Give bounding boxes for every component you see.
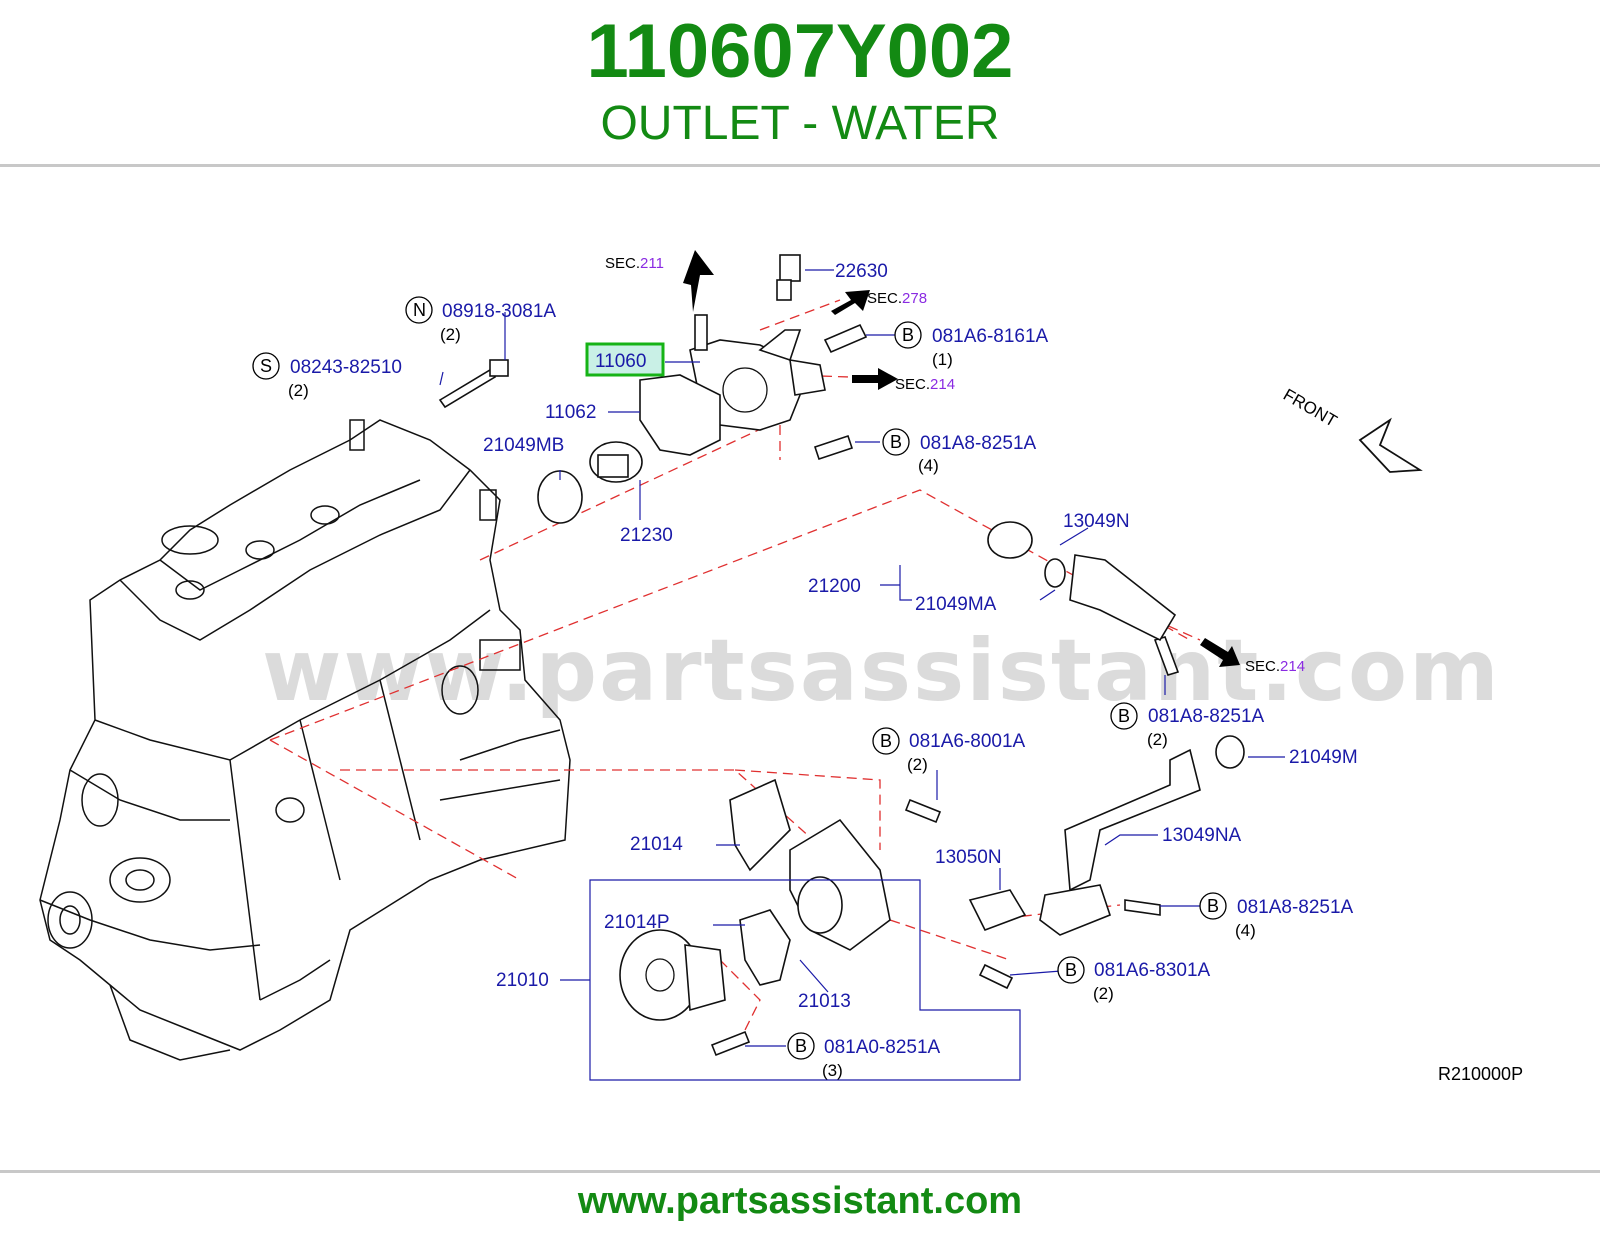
part-name-subtitle: OUTLET - WATER: [600, 97, 1000, 150]
footer-divider: [0, 1170, 1600, 1173]
svg-text:SEC.211: SEC.211: [605, 255, 664, 272]
footer-website-link[interactable]: www.partsassistant.com: [577, 1180, 1023, 1222]
label-21049MA: 21049MA: [915, 594, 997, 615]
qty-081A6-8301A: (2): [1093, 984, 1114, 1003]
label-21014: 21014: [630, 834, 683, 855]
part-number-title: 110607Y002: [586, 9, 1014, 94]
label-21049MB: 21049MB: [483, 435, 564, 456]
flange-illustration: [1039, 884, 1111, 936]
callout-circle-b-8161A: [894, 321, 922, 349]
callout-letter-s: S: [260, 356, 272, 376]
callout-circle-b-8301A: [1057, 956, 1085, 984]
svg-text:SEC.214: SEC.214: [895, 376, 955, 393]
callout-letter-b-8301A: B: [1065, 960, 1077, 980]
callout-circle-b-8251A-b: [1110, 702, 1138, 730]
callout-letter-n: N: [413, 300, 426, 320]
qty-081A8-8251A-upper: (4): [918, 456, 939, 475]
gasket-13050N-illustration: [968, 889, 1027, 932]
front-direction-indicator: FRONT: [1280, 385, 1423, 473]
sec-214-label-upper: SEC.214: [895, 376, 955, 393]
svg-text:SEC.214: SEC.214: [1245, 658, 1305, 675]
callout-letter-b-8251A-a: B: [890, 432, 902, 452]
nut-08918-illustration: [489, 359, 509, 377]
qty-081A8-8251A-lower: (4): [1235, 921, 1256, 940]
label-081A8-8251A-middle: 081A8-8251A: [1148, 706, 1265, 727]
bracket-21014-illustration: [729, 778, 791, 872]
thermostat-21230-illustration: [589, 441, 643, 483]
callout-circle-s: [252, 352, 280, 380]
o-ring-21049M-illustration: [1215, 735, 1245, 769]
label-13049N: 13049N: [1063, 511, 1130, 532]
callout-circle-b-8251A-c: [1199, 892, 1227, 920]
label-081A8-8251A-lower: 081A8-8251A: [1237, 897, 1354, 918]
label-08243-82510: 08243-82510: [290, 357, 402, 378]
callout-letter-b-8251A-c: B: [1207, 896, 1219, 916]
callout-circle-b-081A0: [787, 1032, 815, 1060]
label-081A8-8251A-upper: 081A8-8251A: [920, 433, 1037, 454]
callout-letter-b-8161A: B: [902, 325, 914, 345]
label-21230: 21230: [620, 525, 673, 546]
qty-08243-82510: (2): [288, 381, 309, 400]
label-081A0-8251A: 081A0-8251A: [824, 1037, 941, 1058]
label-13049NA: 13049NA: [1162, 825, 1242, 846]
watermark-text: www.partsassistant.com: [262, 621, 1501, 721]
sec-278-label: SEC.278: [867, 290, 927, 307]
page-header: 110607Y002 OUTLET - WATER: [0, 0, 1600, 168]
qty-081A6-8161A: (1): [932, 350, 953, 369]
label-08918-3081A: 08918-3081A: [442, 301, 556, 322]
qty-081A0-8251A: (3): [822, 1061, 843, 1080]
label-11060[interactable]: 11060: [595, 351, 646, 372]
sensor-22630-illustration: [776, 254, 801, 301]
label-21013: 21013: [798, 991, 851, 1012]
label-21010: 21010: [496, 970, 549, 991]
highlighted-part-11060[interactable]: 11060: [585, 342, 665, 377]
stud-08243-illustration: [438, 368, 497, 409]
callout-circle-b-8001A: [872, 727, 900, 755]
sec-214-label-lower: SEC.214: [1245, 658, 1305, 675]
bolt-illustrations: [710, 323, 1180, 1057]
label-21200: 21200: [808, 576, 861, 597]
qty-081A8-8251A-middle: (2): [1147, 730, 1168, 749]
svg-text:SEC.278: SEC.278: [867, 290, 927, 307]
callout-circle-b-8251A-a: [882, 428, 910, 456]
gasket-11062-illustration: [639, 374, 721, 456]
qty-081A6-8001A: (2): [907, 755, 928, 774]
water-pump-21010-illustration: [619, 818, 891, 1021]
leader-lines: [439, 269, 1285, 1081]
label-13050N: 13050N: [935, 847, 1002, 868]
label-11062: 11062: [545, 402, 596, 423]
thermostat-21200-illustration: [987, 521, 1177, 642]
section-arrows: [683, 250, 1240, 667]
engine-block-illustration: [39, 419, 571, 1061]
label-21049M: 21049M: [1289, 747, 1358, 768]
label-081A6-8161A: 081A6-8161A: [932, 326, 1049, 347]
header-divider: [0, 164, 1600, 167]
label-081A6-8301A: 081A6-8301A: [1094, 960, 1211, 981]
qty-08918-3081A: (2): [440, 325, 461, 344]
sec-211-label: SEC.211: [605, 255, 664, 272]
label-081A6-8001A: 081A6-8001A: [909, 731, 1026, 752]
callout-circle-n: [405, 296, 433, 324]
label-22630: 22630: [835, 261, 888, 282]
water-pipe-13049NA-illustration: [1064, 748, 1201, 892]
front-label: FRONT: [1280, 385, 1340, 431]
callout-letter-b-8001A: B: [880, 731, 892, 751]
callout-letter-b-8251A-b: B: [1118, 706, 1130, 726]
label-21014P: 21014P: [604, 912, 670, 933]
callout-letter-b-081A0: B: [795, 1036, 807, 1056]
diagram-reference-code: R210000P: [1438, 1064, 1523, 1084]
